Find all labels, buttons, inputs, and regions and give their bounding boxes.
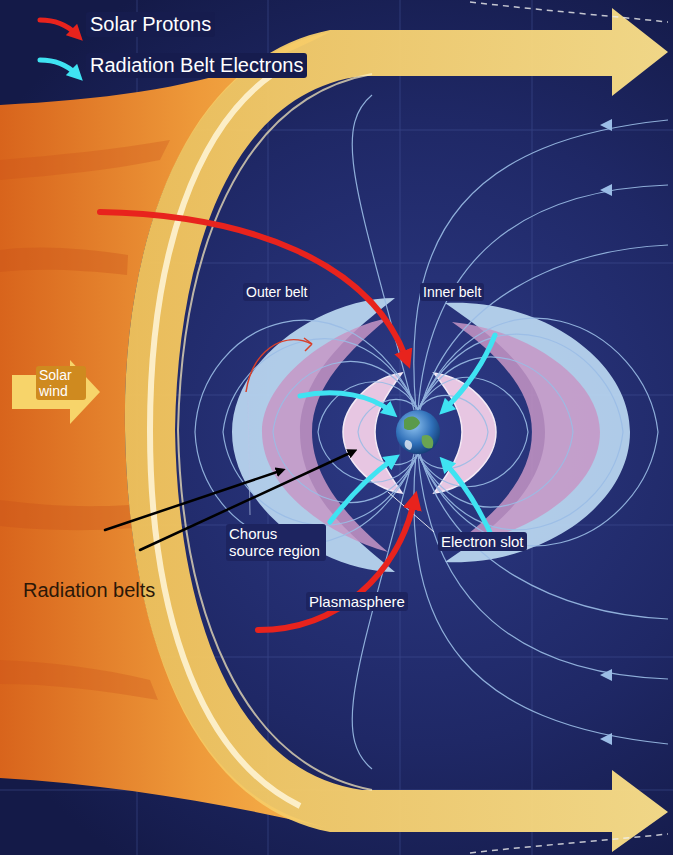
legend-samples	[40, 20, 76, 74]
field-direction-arrows	[600, 669, 612, 681]
field-direction-arrows	[600, 119, 612, 745]
radiation-belts-leaders	[105, 471, 280, 530]
magnetopause-dashed-line	[470, 2, 668, 22]
magnetic-field-lines	[420, 454, 668, 619]
solar-wind-region	[0, 248, 128, 275]
solar-wind-region	[0, 140, 170, 180]
legend-item: Radiation Belt Electrons	[86, 53, 307, 78]
chorus-wave-path	[246, 338, 312, 515]
legend-item: Solar Protons	[86, 12, 215, 37]
magnetic-field-lines	[418, 454, 668, 679]
solar-wind-arrow	[12, 360, 100, 424]
legend-text: Solar Protons	[90, 13, 211, 35]
earth	[404, 416, 420, 430]
solar-wind-arrow	[12, 360, 100, 424]
chorus-wave-path	[304, 338, 312, 351]
field-direction-arrows	[600, 119, 612, 131]
solar-proton-arrows	[100, 212, 414, 630]
solar-wind-region	[0, 660, 158, 700]
region-label: Plasmasphere	[306, 592, 408, 611]
region-label: Chorus source region	[226, 524, 326, 561]
magnetosheath-flow	[125, 8, 668, 852]
magnetic-field-lines	[420, 245, 668, 410]
magnetic-field-lines	[418, 357, 573, 507]
legend-samples	[40, 20, 76, 34]
magnetic-field-lines	[418, 318, 658, 545]
earth	[396, 410, 440, 454]
magnetic-field-lines	[352, 454, 414, 769]
callout-label: Radiation belts	[20, 578, 158, 603]
radiation-belt-electron-arrows	[300, 393, 390, 411]
magnetic-field-lines	[418, 185, 668, 410]
magnetic-field-lines	[414, 120, 668, 410]
chorus-wave-path	[246, 340, 312, 392]
region-label: Electron slot	[438, 532, 527, 551]
magnetic-field-lines	[195, 95, 668, 769]
belt-label: Inner belt	[420, 283, 484, 301]
radiation-belt-electron-arrows	[446, 335, 495, 408]
solar-proton-arrows	[100, 212, 406, 358]
inner-radiation-belt	[434, 373, 496, 493]
field-direction-arrows	[600, 733, 612, 745]
earth	[422, 435, 434, 449]
earth	[396, 410, 440, 454]
magnetopause-dashed-line	[470, 834, 668, 853]
earth	[405, 440, 412, 450]
flow-label: Solar wind	[36, 366, 86, 400]
magnetic-field-lines	[352, 95, 414, 410]
radiation-belt-electron-arrows	[300, 335, 497, 548]
solar-proton-arrows	[258, 502, 414, 630]
solar-wind-region	[0, 500, 133, 530]
field-direction-arrows	[600, 184, 612, 196]
legend-samples	[40, 60, 76, 74]
magnetic-field-lines	[418, 334, 623, 530]
legend-text: Radiation Belt Electrons	[90, 54, 303, 76]
magnetic-field-lines	[414, 454, 668, 744]
radiation-belt-electron-arrows	[330, 460, 392, 522]
chorus-wave-path	[248, 400, 250, 515]
belt-label: Outer belt	[243, 283, 310, 301]
magnetosheath-flow	[125, 8, 668, 852]
